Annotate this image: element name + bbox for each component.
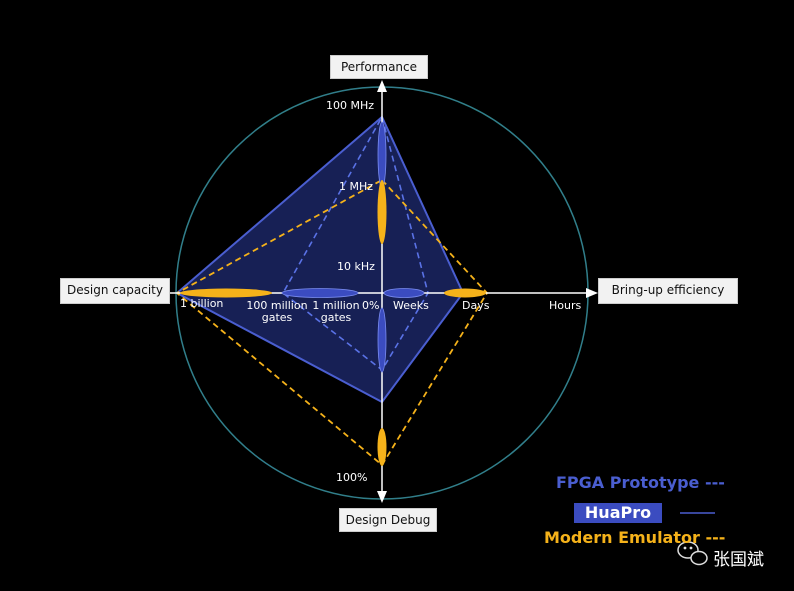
tick-100-percent: 100% xyxy=(336,471,368,484)
tick-100mhz: 100 MHz xyxy=(326,99,375,112)
tick-1mhz: 1 MHz xyxy=(339,180,374,193)
tick-hours: Hours xyxy=(549,299,582,312)
axis-label-bringup-efficiency: Bring-up efficiency xyxy=(598,278,738,304)
watermark-text: 张国斌 xyxy=(713,550,764,570)
watermark-logo-icon xyxy=(677,541,708,566)
arrow-up-icon xyxy=(377,80,387,92)
arrow-right-icon xyxy=(586,288,598,298)
huapro-bringup-marker xyxy=(383,288,425,298)
tick-days: Days xyxy=(462,299,490,312)
axis-label-design-capacity: Design capacity xyxy=(60,278,170,304)
tick-100million-gates: 100 million gates xyxy=(246,299,308,324)
emulator-capacity-marker xyxy=(180,288,272,298)
axis-label-design-debug: Design Debug xyxy=(339,508,437,532)
tick-weeks: Weeks xyxy=(393,299,429,312)
emulator-debug-marker xyxy=(377,428,387,466)
axis-label-performance: Performance xyxy=(330,55,428,79)
legend-huapro: HuaPro xyxy=(574,503,662,523)
tick-0-percent: 0% xyxy=(362,299,380,312)
huapro-area xyxy=(175,115,465,404)
huapro-debug-marker xyxy=(377,307,387,373)
legend-modern-emulator: Modern Emulator --- xyxy=(544,528,726,547)
huapro-capacity-marker xyxy=(281,288,359,298)
emulator-perf-marker xyxy=(377,180,387,244)
huapro-perf-marker xyxy=(377,121,387,189)
tick-1billion: 1 billion xyxy=(180,297,224,310)
emulator-bringup-marker xyxy=(444,288,486,298)
tick-1million-gates: 1 million gates xyxy=(312,299,360,324)
arrow-down-icon xyxy=(377,491,387,503)
legend-fpga-prototype: FPGA Prototype --- xyxy=(556,473,725,492)
tick-10khz: 10 kHz xyxy=(337,260,375,273)
